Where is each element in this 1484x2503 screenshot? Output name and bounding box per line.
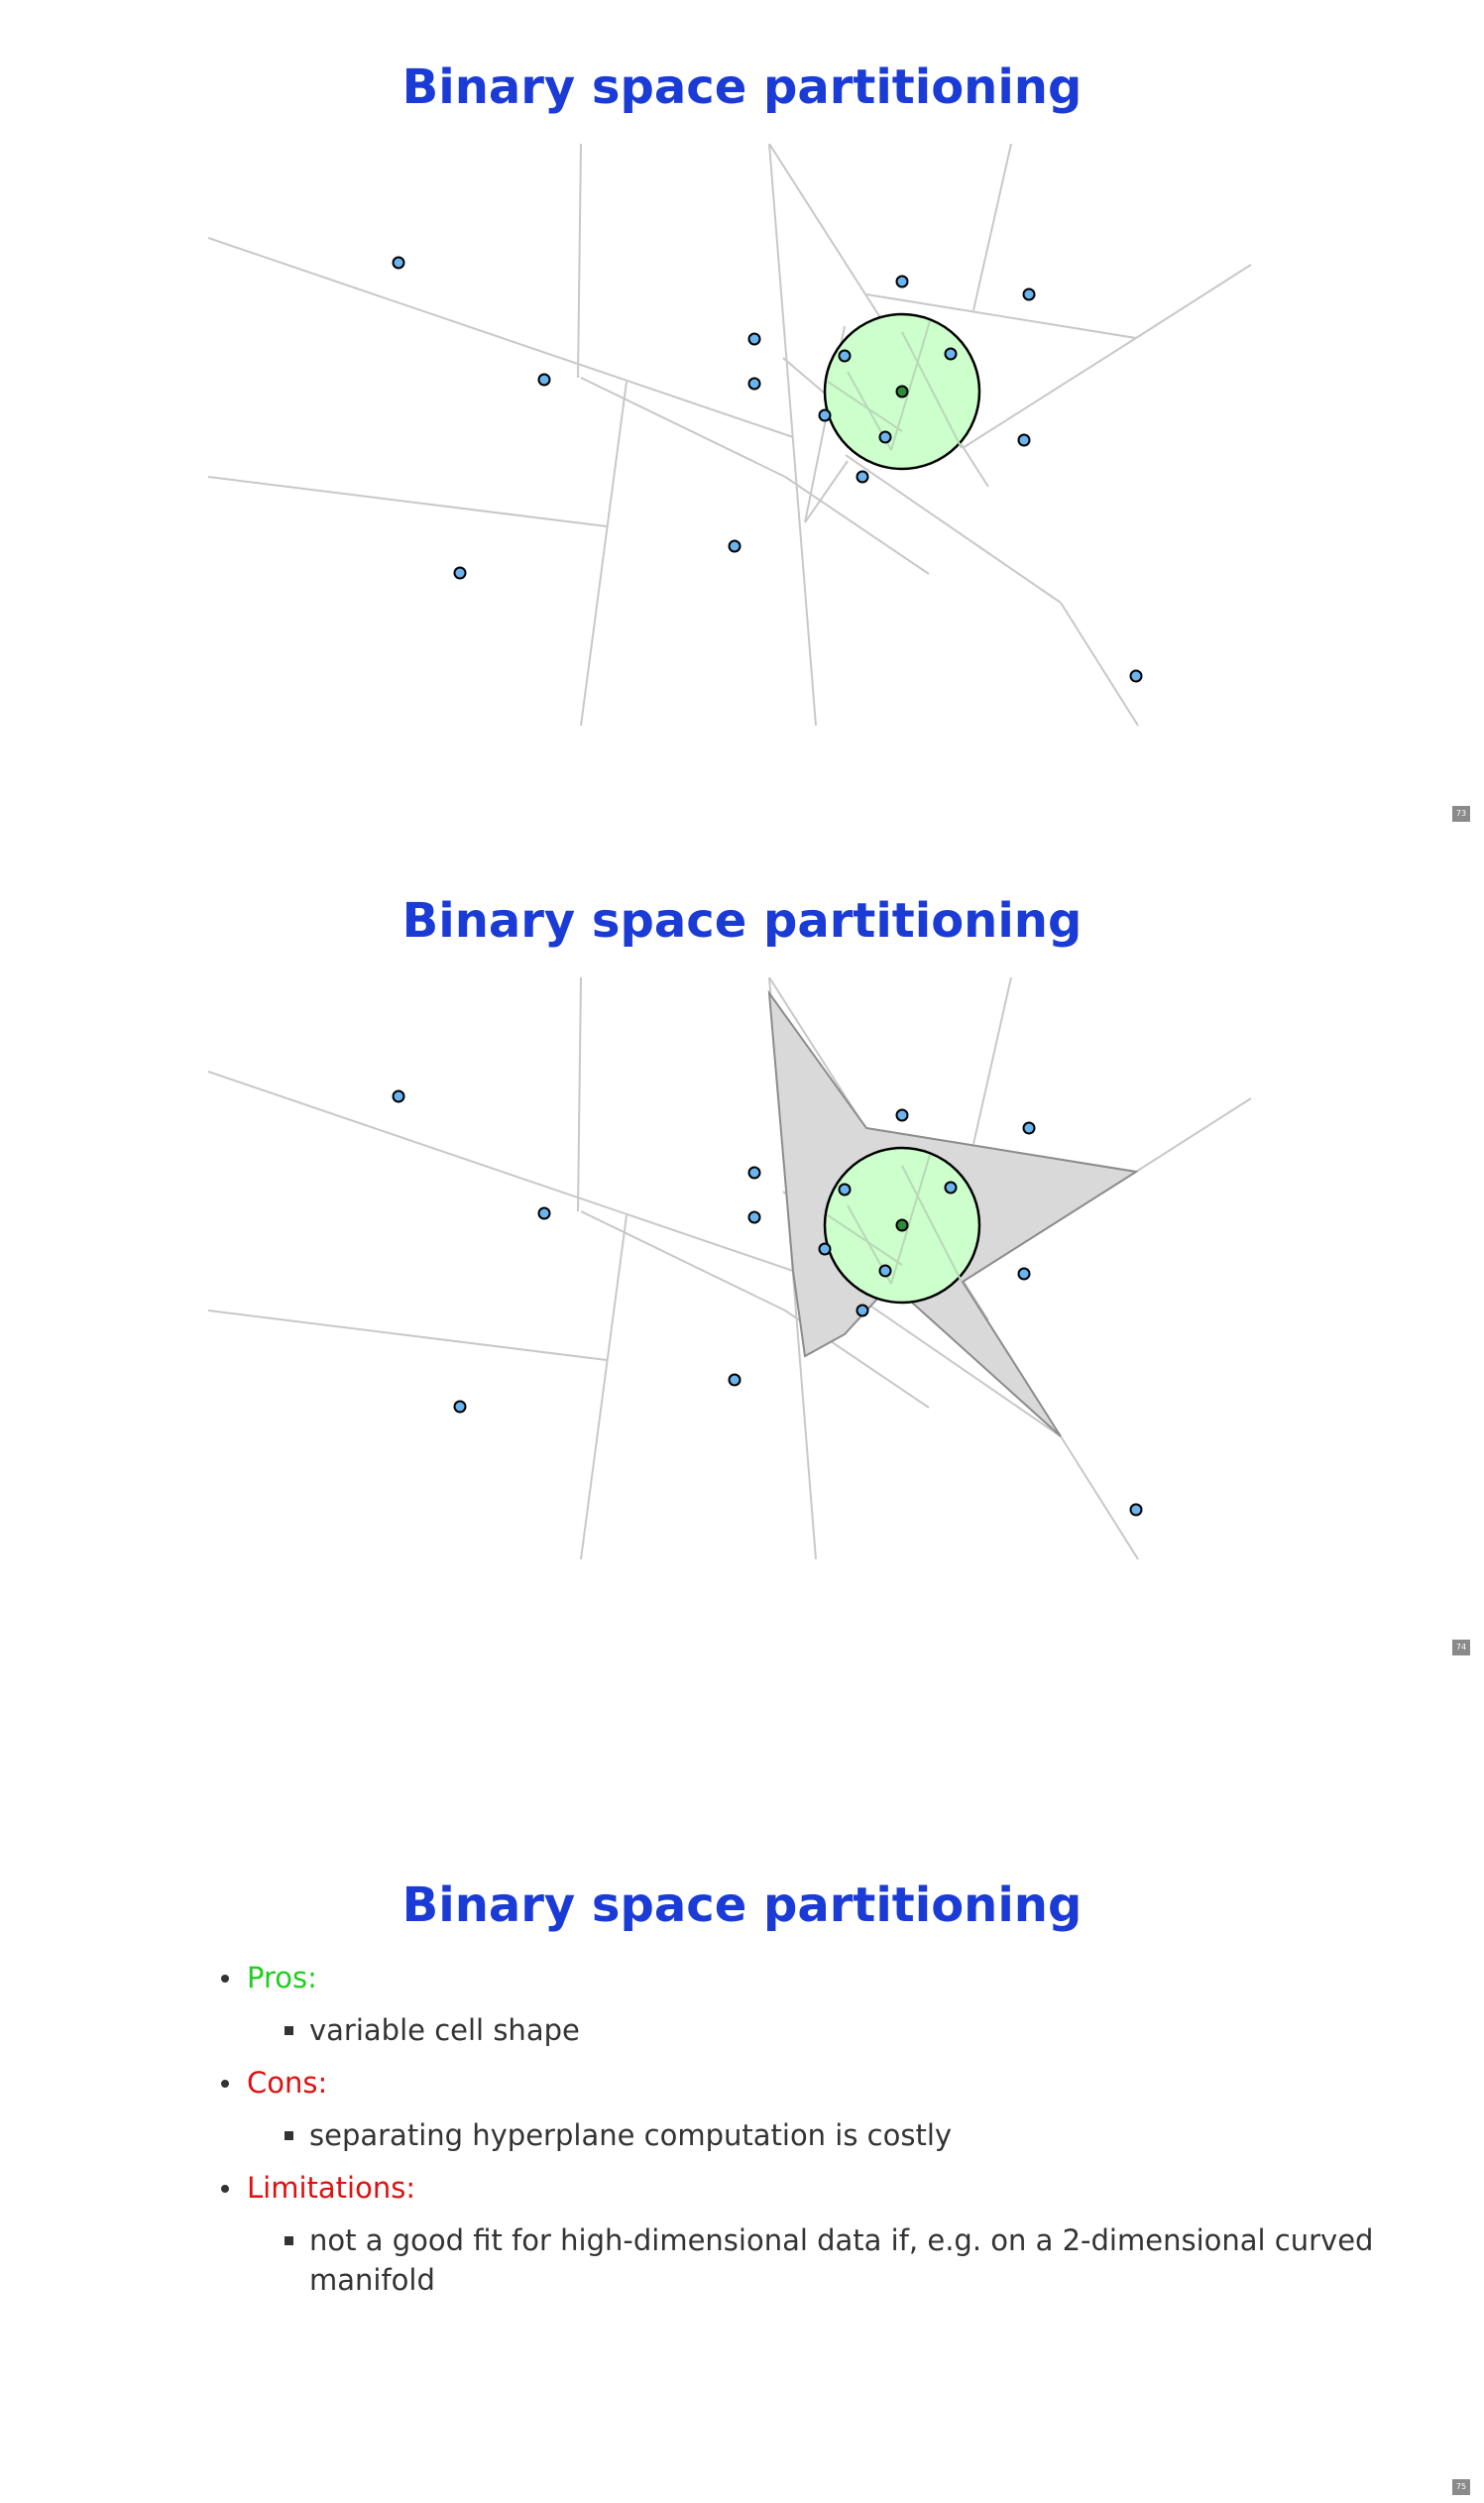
data-point <box>818 1242 832 1256</box>
data-point <box>944 1181 958 1195</box>
pros-label: Pros: <box>215 1958 1484 1997</box>
slide-number: 75 <box>1452 2479 1470 2495</box>
limitations-item: not a good fit for high-dimensional data… <box>215 2220 1484 2300</box>
partition-lines <box>208 144 1252 727</box>
slide-title: Binary space partitioning <box>401 893 1083 949</box>
data-points <box>392 1089 1143 1517</box>
data-point <box>392 1089 405 1103</box>
data-point <box>537 373 551 387</box>
data-point <box>838 349 852 363</box>
data-point <box>537 1206 551 1220</box>
data-point <box>392 256 405 270</box>
data-point <box>747 377 761 391</box>
data-point <box>856 470 869 484</box>
slide-75: Binary space partitioning 75 <box>0 1667 1484 2503</box>
slide-74: Binary space partitioning <box>0 834 1484 1667</box>
slide-number: 74 <box>1452 1640 1470 1655</box>
data-point <box>895 1108 909 1122</box>
data-point <box>1022 287 1036 301</box>
cons-label: Cons: <box>215 2063 1484 2103</box>
data-point <box>453 1400 467 1414</box>
data-point <box>878 430 892 444</box>
data-point <box>453 566 467 580</box>
bullet-list: Pros: variable cell shape Cons: separati… <box>215 1958 1484 2313</box>
query-point <box>895 385 909 398</box>
pros-item: variable cell shape <box>215 2010 1484 2050</box>
data-point <box>1017 433 1031 447</box>
data-point <box>1022 1121 1036 1135</box>
data-point <box>747 1210 761 1224</box>
slide-title: Binary space partitioning <box>401 59 1083 115</box>
query-point <box>895 1218 909 1232</box>
slide-title: Binary space partitioning <box>401 1877 1083 1933</box>
data-point <box>944 347 958 361</box>
bsp-figure <box>208 977 1252 1560</box>
data-point <box>818 408 832 422</box>
data-point <box>878 1264 892 1278</box>
limitations-label: Limitations: <box>215 2168 1484 2208</box>
partition-lines <box>208 977 1252 1560</box>
data-point <box>728 539 742 553</box>
slide-73: Binary space partitioning <box>0 0 1484 834</box>
bsp-figure <box>208 144 1252 727</box>
data-point <box>728 1373 742 1387</box>
cons-item: separating hyperplane computation is cos… <box>215 2115 1484 2155</box>
data-point <box>747 1166 761 1180</box>
slide-number: 73 <box>1452 806 1470 822</box>
partition-lines-inside-circle <box>827 1154 963 1285</box>
data-point <box>1129 669 1143 683</box>
data-points <box>392 256 1143 683</box>
data-point <box>838 1183 852 1196</box>
data-point <box>856 1304 869 1317</box>
data-point <box>1129 1503 1143 1517</box>
data-point <box>895 275 909 288</box>
data-point <box>1017 1267 1031 1281</box>
data-point <box>747 332 761 346</box>
